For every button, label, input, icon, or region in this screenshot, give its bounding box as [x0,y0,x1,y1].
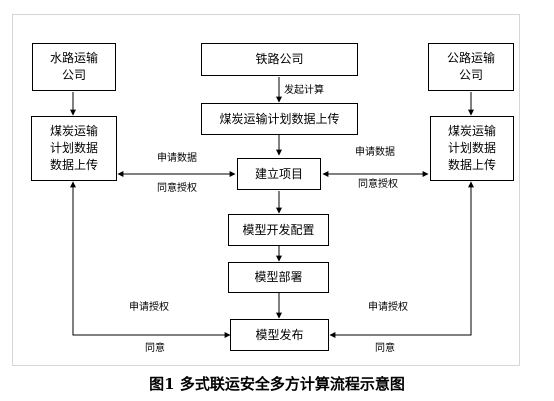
node-road-transport-company: 公路运输 公司 [428,43,514,91]
node-railway-company: 铁路公司 [201,43,358,76]
node-coal-plan-upload-center: 煤炭运输计划数据上传 [201,103,358,135]
node-coal-plan-upload-left: 煤炭运输 计划数据 数据上传 [31,116,117,181]
label-right-agree: 同意 [375,343,395,354]
label-right-grant-auth: 同意授权 [358,179,398,190]
label-left-grant-auth: 同意授权 [157,183,197,194]
node-coal-plan-upload-right: 煤炭运输 计划数据 数据上传 [430,116,514,181]
label-initiate-compute: 发起计算 [284,85,324,96]
label-right-request-data: 申请数据 [355,147,395,158]
label-left-agree: 同意 [145,343,165,354]
edge-left-publish-loop [70,181,231,338]
figure-caption: 图1 多式联运安全多方计算流程示意图 [149,375,405,393]
node-model-config: 模型开发配置 [228,214,329,246]
node-model-publish: 模型发布 [230,319,329,351]
label-right-request-auth: 申请授权 [368,302,408,313]
node-model-deploy: 模型部署 [228,262,329,293]
label-left-request-data: 申请数据 [157,153,197,164]
node-water-transport-company: 水路运输 公司 [32,43,116,91]
diagram-frame [12,14,520,366]
node-create-project: 建立项目 [237,158,321,190]
edge-right-publish-loop [329,181,474,338]
label-left-request-auth: 申请授权 [129,302,169,313]
